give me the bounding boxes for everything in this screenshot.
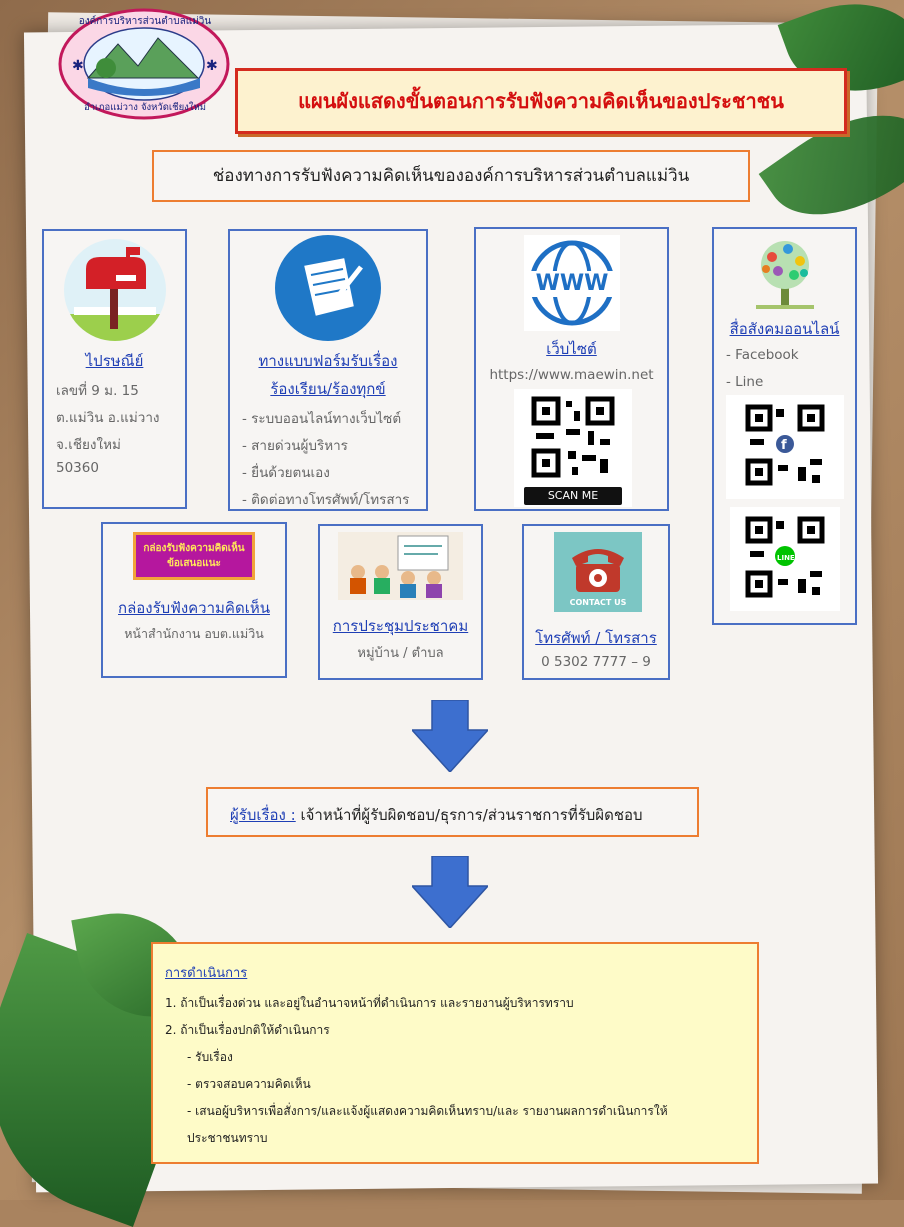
form-card: ทางแบบฟอร์มรับเรื่อง ร้องเรียน/ร้องทุกข์… — [228, 229, 428, 511]
svg-text:✱: ✱ — [206, 58, 218, 74]
suggestion-box-location: หน้าสำนักงาน อบต.แม่วิน — [124, 626, 264, 641]
social-heading[interactable]: สื่อสังคมออนไลน์ — [729, 320, 840, 338]
post-address-3: จ.เชียงใหม่ — [56, 437, 121, 453]
down-arrow-1 — [410, 699, 490, 776]
meeting-location: หมู่บ้าน / ตำบล — [357, 646, 444, 661]
phone-card: CONTACT US โทรศัพท์ / โทรสาร 0 5302 7777… — [522, 524, 670, 680]
suggestion-box-card: กล่องรับฟังความคิดเห็น ข้อเสนอแนะ กล่องร… — [101, 522, 287, 678]
receiver-label: ผู้รับเรื่อง : — [230, 806, 296, 824]
website-card: WWW เว็บไซต์ https://www.maewin.net SCAN… — [474, 227, 669, 511]
subtitle: ช่องทางการรับฟังความคิดเห็นขององค์การบริ… — [212, 166, 690, 186]
svg-text:✱: ✱ — [72, 58, 84, 74]
social-card: สื่อสังคมออนไลน์ - Facebook - Line f LIN… — [712, 227, 857, 625]
form-item-4: - ติดต่อทางโทรศัพท์/โทรสาร — [242, 492, 410, 508]
line-qr-code[interactable]: LINE — [730, 507, 840, 611]
phone-number[interactable]: 0 5302 7777 – 9 — [541, 654, 651, 670]
globe-www-icon: WWW — [524, 235, 620, 331]
www-text: WWW — [535, 271, 609, 296]
post-card: ไปรษณีย์ เลขที่ 9 ม. 15 ต.แม่วิน อ.แม่วา… — [42, 229, 187, 509]
website-heading[interactable]: เว็บไซต์ — [546, 340, 597, 358]
logo: ✱ ✱ องค์การบริหารส่วนตำบลแม่วิน อำเภอแม่… — [58, 8, 230, 120]
mailbox-icon — [64, 239, 166, 341]
process-item-1: 1. ถ้าเป็นเรื่องด่วน และอยู่ในอำนาจหน้าท… — [165, 996, 574, 1010]
meeting-illustration — [338, 532, 463, 600]
svg-text:LINE: LINE — [777, 554, 795, 562]
post-address-4: 50360 — [56, 460, 99, 476]
receiver-box: ผู้รับเรื่อง : เจ้าหน้าที่ผู้รับผิดชอบ/ธ… — [206, 787, 699, 837]
social-tree-icon — [748, 237, 822, 311]
social-facebook[interactable]: - Facebook — [726, 347, 799, 363]
form-item-1: - ระบบออนไลน์ทางเว็บไซต์ — [242, 411, 402, 427]
document-pen-icon — [275, 235, 381, 341]
sign-line-2: ข้อเสนอแนะ — [167, 558, 221, 569]
form-item-2: - สายด่วนผู้บริหาร — [242, 438, 348, 454]
logo-top-text: องค์การบริหารส่วนตำบลแม่วิน — [78, 16, 212, 27]
website-qr-code[interactable]: SCAN ME — [514, 389, 632, 507]
form-item-3: - ยื่นด้วยตนเอง — [242, 465, 330, 481]
receiver-text: เจ้าหน้าที่ผู้รับผิดชอบ/ธุรการ/ส่วนราชกา… — [300, 806, 643, 824]
process-sub-1: - รับเรื่อง — [187, 1050, 233, 1064]
logo-bottom-text: อำเภอแม่วาง จังหวัดเชียงใหม่ — [83, 102, 206, 113]
meeting-heading[interactable]: การประชุมประชาคม — [332, 617, 469, 635]
website-url[interactable]: https://www.maewin.net — [489, 367, 654, 383]
process-sub-3b: ประชาชนทราบ — [187, 1131, 268, 1145]
telephone-icon: CONTACT US — [554, 532, 642, 612]
down-arrow-2 — [410, 855, 490, 932]
sign-line-1: กล่องรับฟังความคิดเห็น — [143, 543, 245, 554]
meeting-card: การประชุมประชาคม หมู่บ้าน / ตำบล — [318, 524, 483, 680]
post-heading[interactable]: ไปรษณีย์ — [85, 352, 144, 370]
post-address-2: ต.แม่วิน อ.แม่วาง — [56, 410, 160, 426]
social-line[interactable]: - Line — [726, 374, 764, 390]
svg-text:f: f — [781, 438, 787, 453]
process-item-2: 2. ถ้าเป็นเรื่องปกติให้ดำเนินการ — [165, 1023, 330, 1037]
suggestion-box-heading[interactable]: กล่องรับฟังความคิดเห็น — [118, 599, 270, 617]
process-sub-3a: - เสนอผู้บริหารเพื่อสั่งการ/และแจ้งผู้แส… — [187, 1104, 668, 1118]
form-heading-1[interactable]: ทางแบบฟอร์มรับเรื่อง — [258, 352, 398, 370]
title-banner: แผนผังแสดงขั้นตอนการรับฟังความคิดเห็นของ… — [235, 68, 847, 134]
scan-me-label: SCAN ME — [524, 487, 622, 505]
process-sub-2: - ตรวจสอบความคิดเห็น — [187, 1077, 311, 1091]
subtitle-box: ช่องทางการรับฟังความคิดเห็นขององค์การบริ… — [152, 150, 750, 202]
post-address-1: เลขที่ 9 ม. 15 — [56, 383, 139, 399]
form-heading-2[interactable]: ร้องเรียน/ร้องทุกข์ — [270, 380, 386, 398]
phone-heading[interactable]: โทรศัพท์ / โทรสาร — [535, 629, 657, 647]
contact-us-label: CONTACT US — [569, 598, 627, 607]
suggestion-box-sign: กล่องรับฟังความคิดเห็น ข้อเสนอแนะ — [133, 532, 255, 580]
process-heading: การดำเนินการ — [165, 966, 248, 981]
facebook-qr-code[interactable]: f — [726, 395, 844, 499]
page-title: แผนผังแสดงขั้นตอนการรับฟังความคิดเห็นของ… — [298, 89, 784, 113]
process-box: การดำเนินการ 1. ถ้าเป็นเรื่องด่วน และอยู… — [151, 942, 759, 1164]
